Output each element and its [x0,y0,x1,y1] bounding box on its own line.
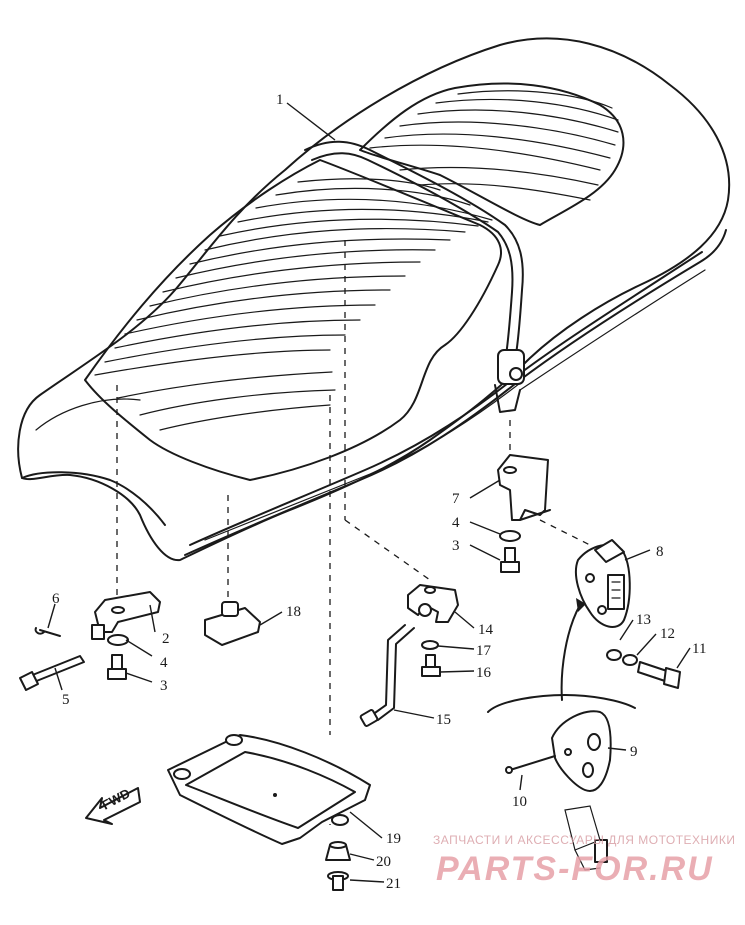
alternative-arrow [560,604,581,701]
stay-bracket [407,584,459,623]
label-front-bracket: 2 [162,631,170,647]
seat-strap [304,140,525,413]
label-washer-left: 4 [160,655,168,671]
lock-washer-13 [606,649,622,661]
label-lock-washer-12: 12 [660,626,675,642]
label-cotter-pin: 6 [52,591,60,607]
front-bracket [91,591,161,640]
label-stay-rod: 15 [436,712,451,728]
label-washer-right: 4 [452,515,460,531]
lock-alt [551,710,612,792]
watermark-tagline: ЗАПЧАСТИ И АКСЕССУАРЫ ДЛЯ МОТОТЕХНИКИ [433,833,735,847]
rear-bracket [497,454,551,521]
seat [17,37,731,562]
alternative-bracket [487,694,636,713]
lock-washer-12 [622,654,638,666]
leader-lines [47,102,691,883]
stay-rod [359,624,415,727]
label-lock-bolt: 11 [692,641,706,657]
label-bolt-left: 3 [160,678,168,694]
lock-bolt [637,661,681,689]
bolt-left [107,654,127,680]
washer-left [107,634,129,646]
washer-right [499,530,521,542]
label-lock-alt: 9 [630,744,638,760]
screw [327,871,349,891]
tray [167,734,371,845]
label-stay-bolt: 16 [476,665,492,681]
label-grommet: 20 [376,854,391,870]
label-pin: 10 [512,794,527,810]
cotter-pin [34,627,61,637]
label-lock-washer-13: 13 [636,612,651,628]
arrow-head [576,598,586,612]
label-rear-bracket: 7 [452,491,460,507]
watermark-logo: PARTS-FOR.RU [436,850,714,888]
stay-bolt [421,654,441,677]
label-long-bolt: 5 [62,692,70,708]
label-stay-washer: 17 [476,643,492,659]
label-seat-lock: 8 [656,544,664,560]
label-damper: 18 [286,604,301,620]
bolt-right [500,547,520,573]
label-stay-bracket: 14 [478,622,494,638]
label-seat: 1 [276,92,284,108]
long-bolt [19,655,85,691]
watermark: ЗАПЧАСТИ И АКСЕССУАРЫ ДЛЯ МОТОТЕХНИКИ PA… [433,833,735,888]
fwd-arrow-icon: FWD [85,786,141,825]
label-tray: 19 [386,831,401,847]
grommet [325,841,351,861]
pillion-pleats [369,90,619,201]
seat-pleats [94,178,493,431]
pin [505,755,556,774]
label-bolt-right: 3 [452,538,460,554]
damper [204,601,261,646]
part-labels: 1 2 3 4 5 6 7 3 4 8 9 10 11 12 13 18 14 … [52,92,706,892]
key-fragment [564,805,608,871]
seat-lock [574,539,631,628]
stay-washer [421,640,439,650]
label-screw: 21 [386,876,401,892]
